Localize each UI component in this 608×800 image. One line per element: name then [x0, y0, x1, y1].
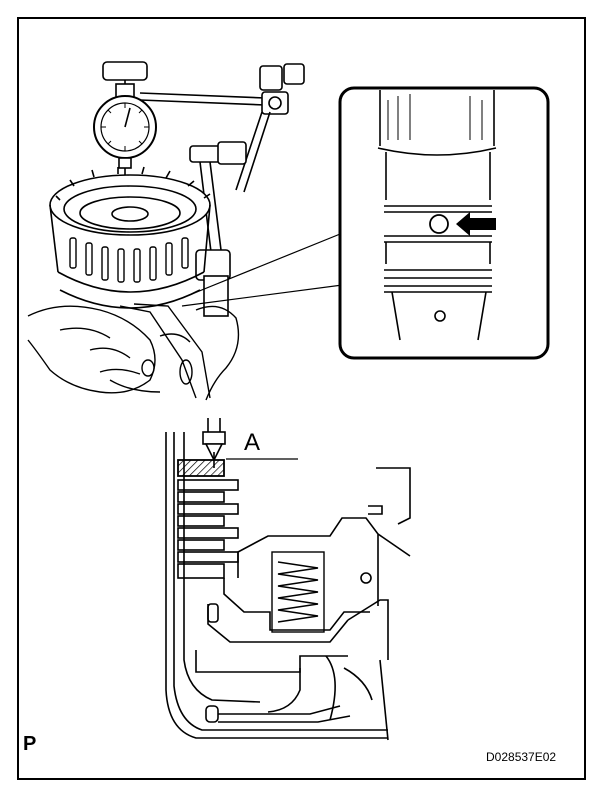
drum-hub [205, 467, 411, 741]
detail-view [338, 86, 550, 360]
hands [27, 303, 240, 401]
magnetic-base-stand [102, 61, 305, 317]
clutch-drum [49, 166, 211, 309]
figure-code: D028537E02 [486, 750, 557, 764]
clutch-plate-stack [177, 479, 239, 579]
drum-slots [69, 237, 189, 283]
check-ball [429, 214, 449, 234]
pressure-plate [177, 459, 225, 477]
dial-indicator [93, 83, 157, 193]
arrow-icon [456, 212, 496, 236]
corner-label-p: P [23, 733, 37, 755]
figure-frame [17, 17, 586, 780]
return-spring [271, 551, 325, 633]
top-view [27, 61, 351, 401]
callout-label-a: A [244, 429, 261, 456]
section-view [165, 418, 411, 741]
